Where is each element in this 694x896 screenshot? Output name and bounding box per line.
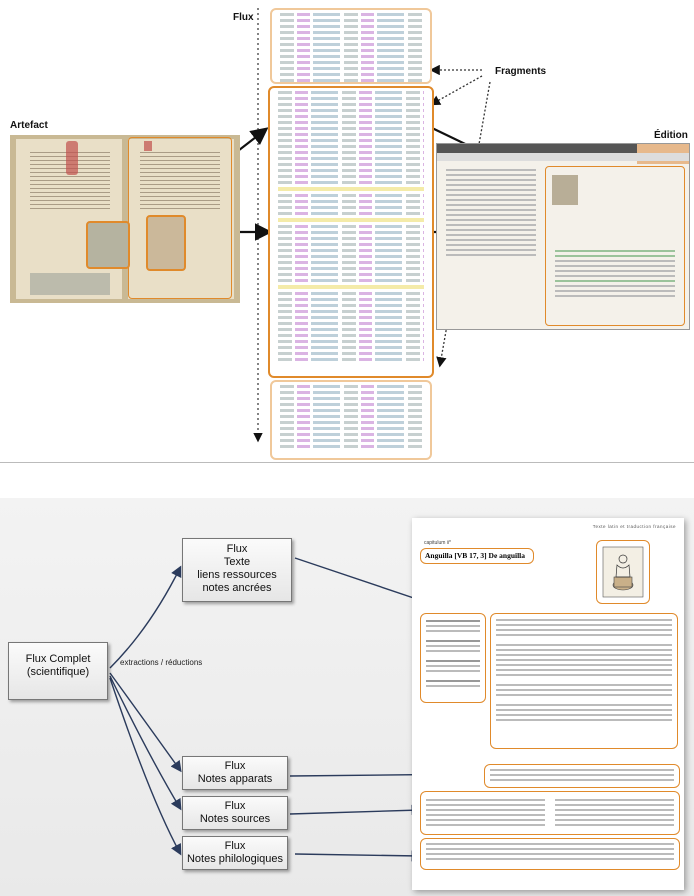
flux-texte-node: Flux Texte liens ressources notes ancrée… bbox=[182, 538, 292, 602]
flux-texte-line4: notes ancrées bbox=[202, 582, 272, 594]
doc-main-text-box bbox=[490, 613, 678, 749]
edition-document-page: Texte latin et traduction française capi… bbox=[412, 518, 684, 890]
doc-title-box: Anguilla [VB 17, 3] De anguilla bbox=[420, 548, 534, 564]
doc-title: Anguilla [VB 17, 3] De anguilla bbox=[425, 551, 526, 560]
edition-label: Édition bbox=[654, 130, 688, 141]
artefact-label: Artefact bbox=[10, 120, 48, 131]
bottom-panel: Flux Complet (scientifique) extractions … bbox=[0, 498, 694, 896]
flux-complet-node: Flux Complet (scientifique) bbox=[8, 642, 108, 700]
doc-caption: capitulum ii* bbox=[424, 540, 451, 546]
xml-fragment-bottom bbox=[270, 380, 432, 460]
top-panel: Flux Fragments Artefact bbox=[0, 8, 694, 463]
flux-label: Flux bbox=[233, 12, 254, 23]
fragment-arrow-2 bbox=[429, 75, 483, 106]
artefact-book-image bbox=[10, 135, 240, 303]
doc-philological-box bbox=[420, 838, 680, 870]
flux-complet-line1: Flux Complet bbox=[25, 653, 91, 665]
flux-sources-line1: Flux bbox=[224, 800, 246, 812]
extractions-label: extractions / réductions bbox=[120, 658, 203, 667]
xml-fragment-top bbox=[270, 8, 432, 84]
flux-sources-line2: Notes sources bbox=[199, 813, 271, 825]
flux-texte-line2: Texte bbox=[223, 556, 251, 568]
flux-philo-line1: Flux bbox=[224, 840, 246, 852]
flux-apparats-node: Flux Notes apparats bbox=[182, 756, 288, 790]
doc-apparatus-box bbox=[484, 764, 680, 788]
doc-illustration-box bbox=[596, 540, 650, 604]
flux-apparats-line1: Flux bbox=[224, 760, 246, 772]
doc-side-notes-box bbox=[420, 613, 486, 703]
flux-apparats-line2: Notes apparats bbox=[197, 773, 273, 785]
xml-fragment-main bbox=[268, 86, 434, 378]
flux-texte-line3: liens ressources bbox=[197, 569, 277, 581]
flux-philo-node: Flux Notes philologiques bbox=[182, 836, 288, 870]
flux-complet-line2: (scientifique) bbox=[26, 666, 90, 678]
edition-screenshot bbox=[436, 143, 690, 330]
flux-texte-line1: Flux bbox=[226, 543, 248, 555]
woodcut-illustration bbox=[602, 546, 644, 598]
doc-sources-box bbox=[420, 791, 680, 835]
doc-header: Texte latin et traduction française bbox=[592, 524, 676, 529]
flux-philo-line2: Notes philologiques bbox=[186, 853, 283, 865]
fragments-label: Fragments bbox=[495, 66, 547, 77]
flux-sources-node: Flux Notes sources bbox=[182, 796, 288, 830]
